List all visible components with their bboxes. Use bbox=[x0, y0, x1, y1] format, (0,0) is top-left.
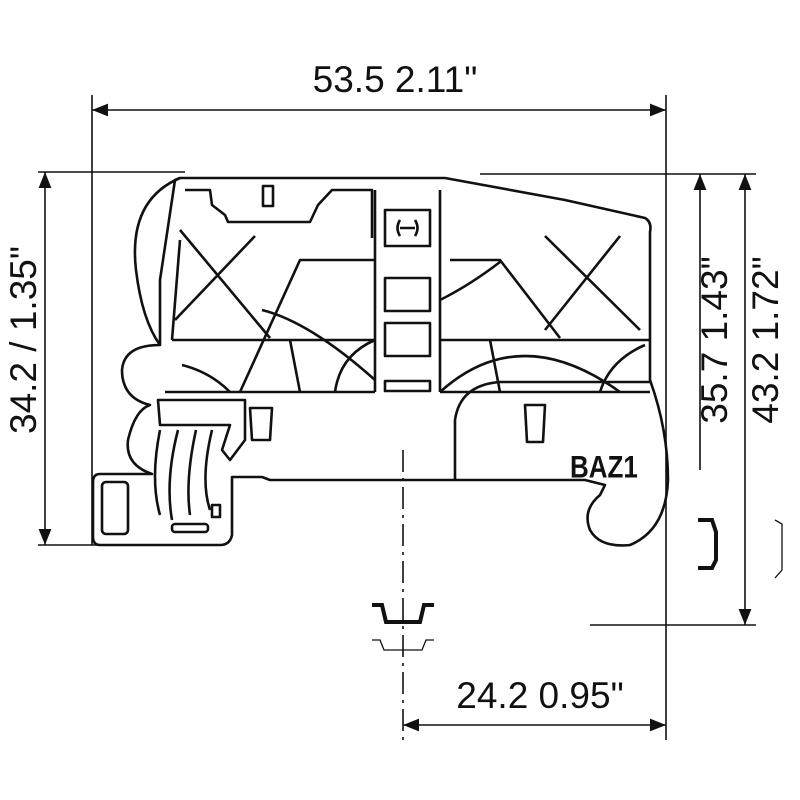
din-rail-profile-right bbox=[698, 518, 783, 579]
dimension-width-text: 53.5 2.11" bbox=[313, 59, 478, 100]
extension-lines bbox=[38, 95, 756, 740]
dimension-rail-offset-text: 24.2 0.95" bbox=[456, 675, 623, 716]
part-label-baz1: BAZ1 bbox=[570, 450, 638, 485]
end-bracket-outline bbox=[91, 176, 670, 547]
dimension-inner-height-text: 35.7 1.43" bbox=[694, 256, 735, 423]
dimension-left-height-text: 34.2 / 1.35" bbox=[3, 246, 44, 434]
din-rail-profile-bottom bbox=[372, 603, 434, 651]
dimension-outer-height-text: 43.2 1.72" bbox=[745, 256, 786, 423]
